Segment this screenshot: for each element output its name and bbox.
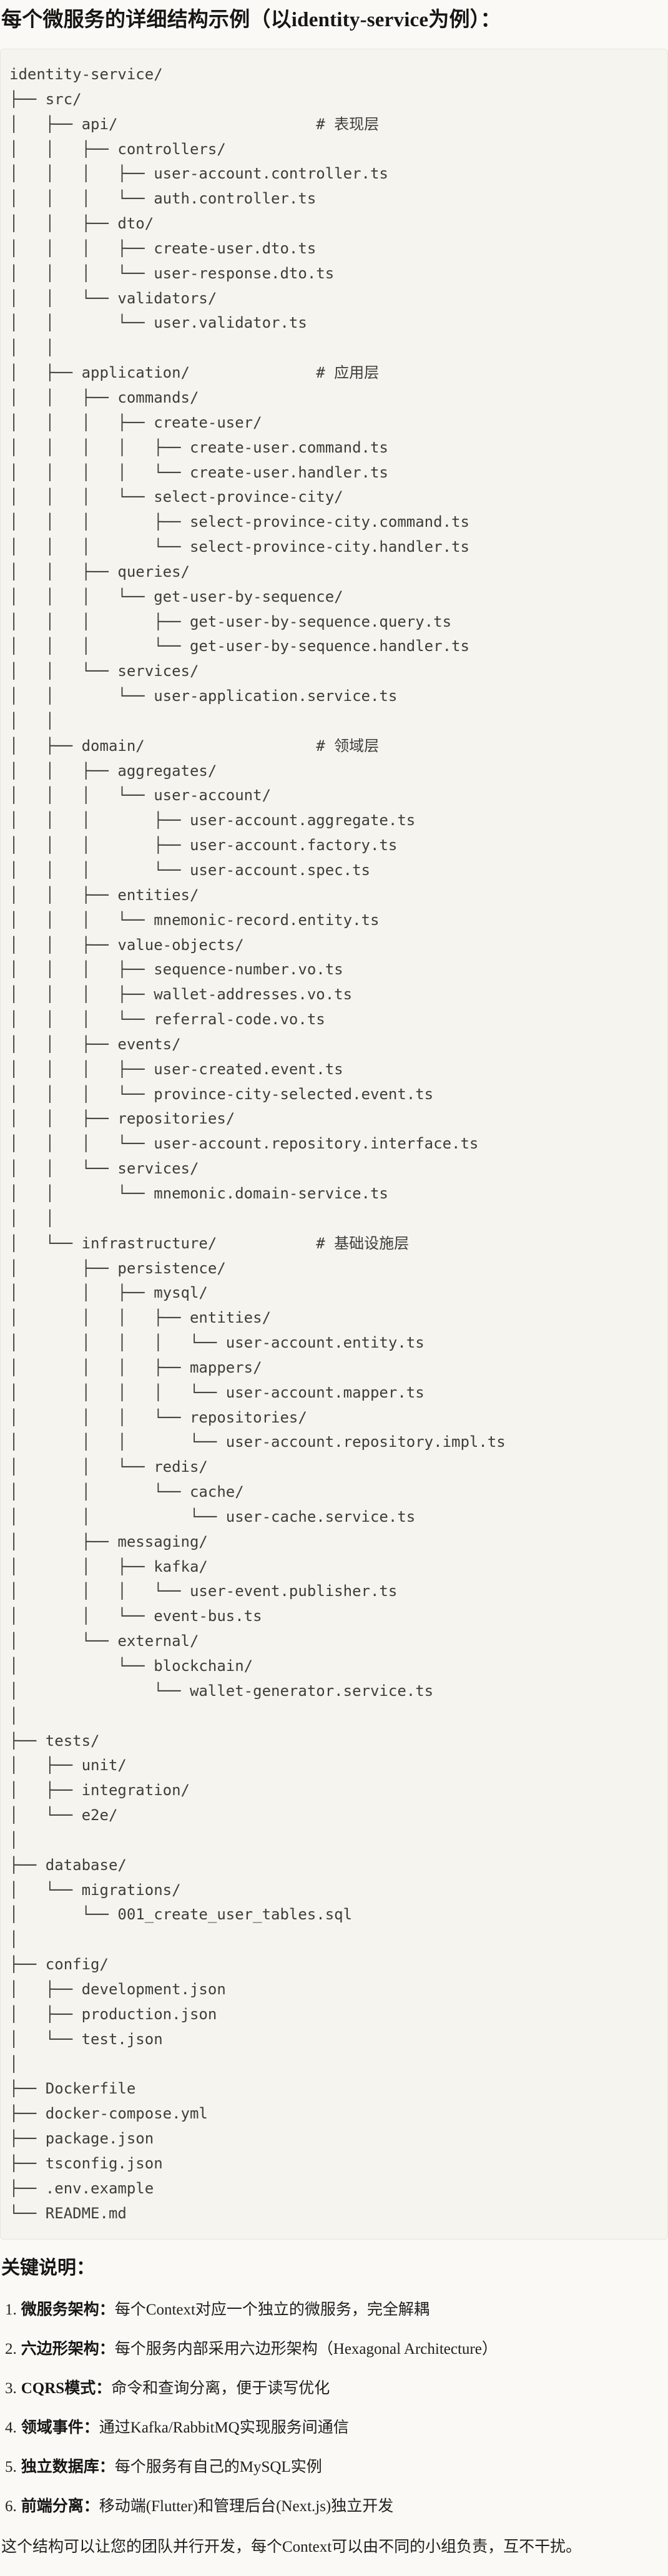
note-label: 六边形架构： bbox=[21, 2341, 115, 2358]
note-text: 命令和查询分离，便于读写优化 bbox=[111, 2380, 330, 2397]
note-item-4: 4.领域事件：通过Kafka/RabbitMQ实现服务间通信 bbox=[5, 2417, 668, 2438]
note-number: 4. bbox=[5, 2419, 17, 2437]
note-item-2: 2.六边形架构：每个服务内部采用六边形架构（Hexagonal Architec… bbox=[5, 2339, 668, 2359]
note-text: 移动端(Flutter)和管理后台(Next.js)独立开发 bbox=[99, 2498, 394, 2515]
notes-heading: 关键说明： bbox=[1, 2258, 95, 2279]
notes-list: 1.微服务架构：每个Context对应一个独立的微服务，完全解耦 2.六边形架构… bbox=[0, 2299, 668, 2517]
code-block: identity-service/ ├── src/ │ ├── api/ # … bbox=[0, 49, 668, 2240]
note-text: 每个服务内部采用六边形架构（Hexagonal Architecture） bbox=[114, 2341, 498, 2358]
note-number: 1. bbox=[5, 2301, 17, 2319]
note-number: 5. bbox=[5, 2459, 17, 2476]
note-label: 独立数据库： bbox=[21, 2459, 115, 2476]
note-number: 2. bbox=[5, 2341, 17, 2358]
note-item-5: 5.独立数据库：每个服务有自己的MySQL实例 bbox=[5, 2457, 668, 2477]
note-text: 通过Kafka/RabbitMQ实现服务间通信 bbox=[99, 2419, 349, 2437]
note-label: 前端分离： bbox=[21, 2498, 99, 2515]
closing-paragraph: 这个结构可以让您的团队并行开发，每个Context可以由不同的小组负责，互不干扰… bbox=[1, 2539, 582, 2556]
directory-tree: identity-service/ ├── src/ │ ├── api/ # … bbox=[9, 66, 506, 2222]
note-number: 3. bbox=[5, 2380, 17, 2397]
note-item-6: 6.前端分离：移动端(Flutter)和管理后台(Next.js)独立开发 bbox=[5, 2496, 668, 2517]
note-text: 每个Context对应一个独立的微服务，完全解耦 bbox=[114, 2301, 430, 2319]
note-item-3: 3.CQRS模式：命令和查询分离，便于读写优化 bbox=[5, 2378, 668, 2399]
document-page: 每个微服务的详细结构示例（以identity-service为例）： ident… bbox=[0, 6, 668, 2558]
note-text: 每个服务有自己的MySQL实例 bbox=[114, 2459, 322, 2476]
note-number: 6. bbox=[5, 2498, 17, 2515]
page-title: 每个微服务的详细结构示例（以identity-service为例）： bbox=[1, 9, 501, 31]
note-item-1: 1.微服务架构：每个Context对应一个独立的微服务，完全解耦 bbox=[5, 2299, 668, 2320]
note-label: 领域事件： bbox=[21, 2419, 99, 2437]
note-label: 微服务架构： bbox=[21, 2301, 115, 2319]
note-label: CQRS模式： bbox=[21, 2380, 112, 2397]
